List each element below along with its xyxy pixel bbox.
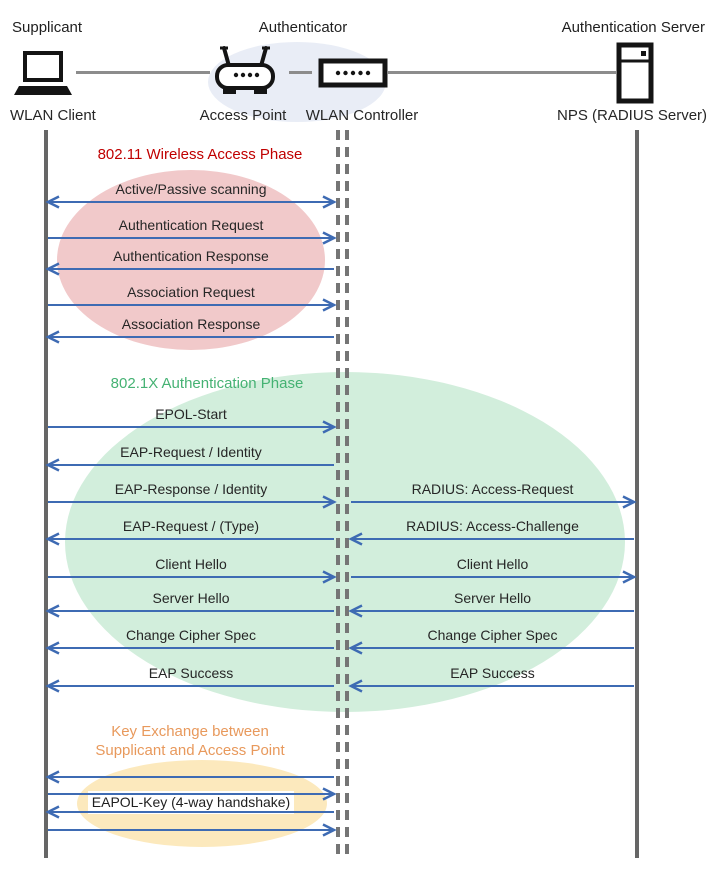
server-icon: [616, 42, 654, 104]
node-label-wlan-controller: WLAN Controller: [305, 107, 419, 124]
node-label-access-point: Access Point: [199, 107, 287, 124]
lifeline-dashed-controller-left: [336, 130, 340, 856]
role-label-authenticator: Authenticator: [258, 19, 348, 36]
phase-title-key-exchange: Key Exchange between Supplicant and Acce…: [40, 722, 340, 760]
role-label-supplicant: Supplicant: [12, 19, 83, 36]
eapol-key-label: EAPOL-Key (4-way handshake): [88, 791, 294, 814]
lifeline-dashed-controller-right: [345, 130, 349, 856]
laptop-icon: [14, 51, 72, 95]
connector-line-client-ap: [76, 71, 210, 74]
connector-line-controller-server: [388, 71, 616, 74]
access-point-icon: [215, 46, 275, 94]
node-label-wlan-client: WLAN Client: [10, 107, 96, 124]
phase-title-key-exchange-line1: Key Exchange between: [111, 723, 269, 740]
phase-ellipse-80211: [57, 170, 325, 350]
phase-title-key-exchange-line2: Supplicant and Access Point: [95, 742, 285, 759]
phase-title-8021x: 802.1X Authentication Phase: [110, 375, 304, 392]
lifeline-radius-server: [635, 130, 639, 858]
node-label-nps-radius-server: NPS (RADIUS Server): [557, 107, 708, 124]
wlan-controller-icon: [318, 58, 388, 88]
connector-line-ap-controller: [289, 71, 312, 74]
phase-title-80211: 802.11 Wireless Access Phase: [97, 146, 303, 163]
lifeline-wlan-client: [44, 130, 48, 858]
role-label-authentication-server: Authentication Server: [561, 19, 705, 36]
